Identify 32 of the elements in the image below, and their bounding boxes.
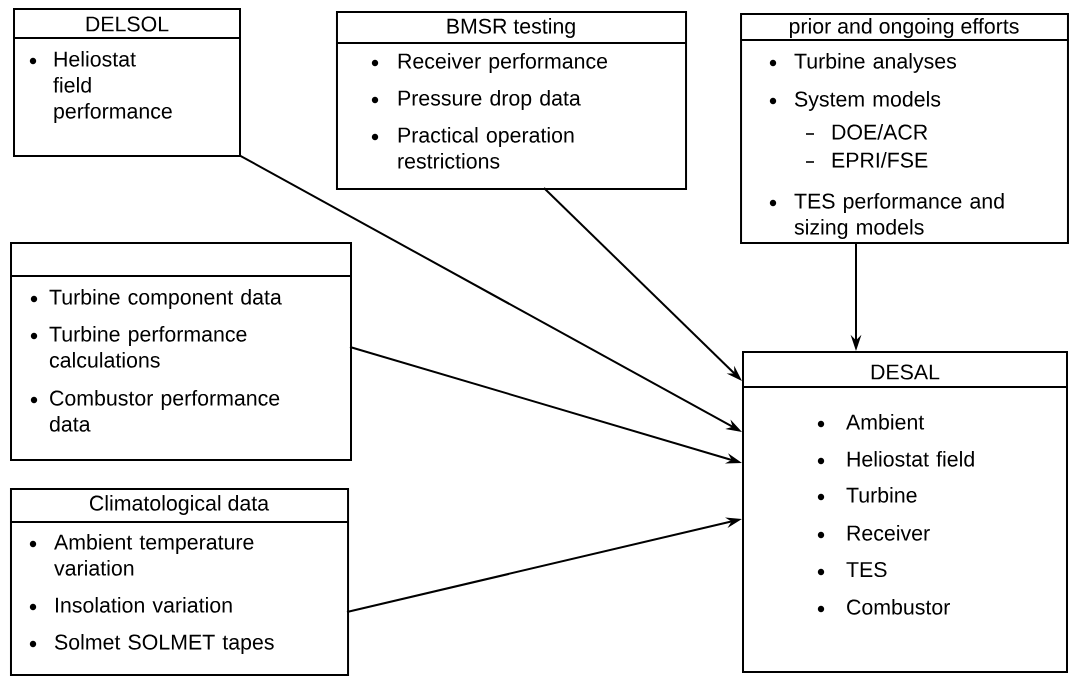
list-item: Receiver (817, 525, 930, 541)
box-heading: DELSOL (86, 16, 169, 32)
list-item: Turbine component data (30, 289, 282, 309)
list-box (336, 10, 688, 191)
list-item: TES (817, 562, 887, 578)
list-item: Combustor (817, 599, 950, 615)
list-item: Solmet SOLMET tapes (29, 634, 274, 654)
list-item: Practical operation restrictions (371, 127, 574, 169)
list-item: Turbine performance calculations (30, 326, 247, 368)
list-item: Receiver performance (371, 53, 608, 73)
box-heading: prior and ongoing efforts (789, 18, 1019, 38)
list-box (742, 351, 1068, 673)
list-item: Ambient (817, 414, 925, 430)
box-heading: Climatological data (90, 495, 270, 515)
list-item: Insolation variation (29, 597, 232, 613)
list-item: Heliostat field (817, 451, 974, 467)
list-item: Turbine analyses (769, 53, 957, 73)
list-item: DOE/ACR (805, 124, 928, 140)
list-box (13, 8, 241, 157)
list-item: Turbine (817, 487, 917, 503)
list-item: System models (769, 91, 941, 111)
list-item: EPRI/FSE (805, 152, 928, 168)
list-item: Ambient temperature variation (29, 534, 254, 576)
list-item: Pressure drop data (371, 90, 581, 110)
list-item: Combustor performance data (30, 390, 280, 432)
box-heading: DESAL (871, 364, 940, 380)
list-box (10, 488, 350, 676)
box-heading: BMSR testing (447, 18, 575, 38)
list-box (10, 241, 352, 462)
list-item: Heliostat field performance (29, 51, 172, 123)
list-item: TES performance and sizing models (769, 193, 1004, 239)
list-box (740, 12, 1069, 245)
